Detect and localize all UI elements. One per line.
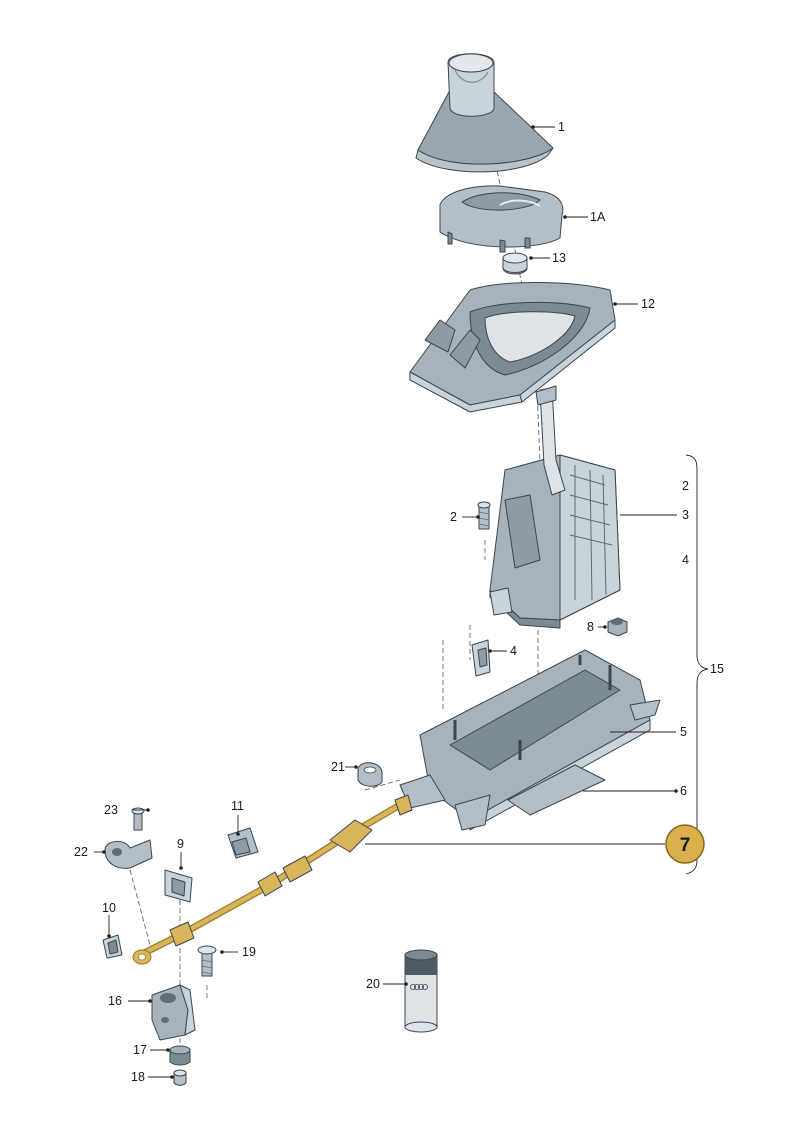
bracket-11 [227,827,259,859]
leader-lines [94,125,678,1079]
callout-labels: 1 1A 13 12 2 2 3 4 4 8 15 5 21 6 11 23 2… [74,120,724,1084]
callout-1: 1 [558,120,565,134]
selector-cable [132,794,413,965]
insulation-pad [507,764,606,816]
callout-6: 6 [680,784,687,798]
callout-21: 21 [331,760,345,774]
callout-3: 3 [682,508,689,522]
callout-12: 12 [641,297,655,311]
brand-rings-logo [409,984,428,991]
callout-4-group: 4 [682,553,689,567]
callout-2: 2 [450,510,457,524]
group-bracket-15 [685,454,709,875]
cable-bracket-16 [151,984,196,1041]
callout-9: 9 [177,837,184,851]
callout-19: 19 [242,945,256,959]
badge-label: 7 [680,835,691,856]
spacer-18 [173,1069,187,1086]
callout-4: 4 [510,644,517,658]
callout-5: 5 [680,725,687,739]
shift-knob-boot [415,53,554,173]
bushing-ring [502,252,528,275]
grease-canister [404,949,438,1033]
callout-11: 11 [231,799,244,813]
clip-10 [102,934,123,959]
callout-20: 20 [366,977,380,991]
callout-2-group: 2 [682,479,689,493]
clip-4 [471,639,491,677]
callout-10: 10 [102,901,116,915]
callout-22: 22 [74,845,88,859]
clip-21 [357,762,383,787]
highlight-badge-7[interactable]: 7 [665,824,705,864]
screw-2 [477,501,491,530]
callout-23: 23 [104,803,118,817]
bolt-19 [197,945,217,977]
callout-17: 17 [133,1043,147,1057]
callout-16: 16 [108,994,122,1008]
grommet-17 [169,1045,191,1066]
bracket-22 [104,839,153,869]
callout-1a: 1A [590,210,606,224]
assembly-axis-lines [129,139,541,1045]
shift-mechanism-housing [489,385,621,629]
nut-8 [607,617,628,637]
clip-9 [164,869,193,903]
bolt-23 [131,807,145,831]
shift-gate-cover [439,185,564,253]
callout-15: 15 [710,662,724,676]
console-housing [409,282,616,413]
callout-8: 8 [587,620,594,634]
callout-13: 13 [552,251,566,265]
callout-18: 18 [131,1070,145,1084]
